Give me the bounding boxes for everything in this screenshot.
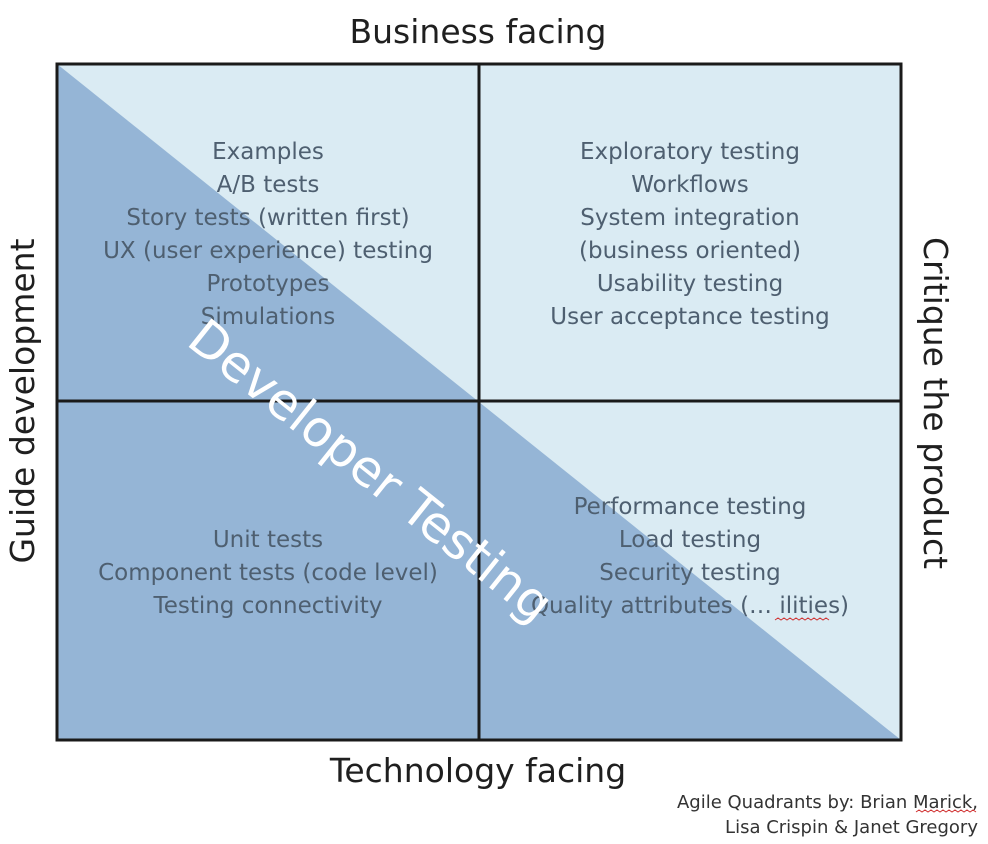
- quadrant-item: Security testing: [599, 560, 781, 586]
- quadrant-item: Exploratory testing: [580, 139, 800, 165]
- axis-label-top: Business facing: [349, 12, 606, 51]
- quadrant-item: User acceptance testing: [550, 304, 829, 330]
- quadrant-item: Load testing: [619, 527, 761, 553]
- axis-label-left: Guide development: [3, 238, 42, 563]
- axis-label-right: Critique the product: [916, 237, 955, 569]
- axis-label-bottom: Technology facing: [329, 751, 626, 790]
- credit-line-2: Lisa Crispin & Janet Gregory: [725, 817, 978, 838]
- quadrant-item: Prototypes: [207, 271, 330, 297]
- quadrant-item: Component tests (code level): [98, 560, 438, 586]
- spellcheck-underline-ilities: [774, 617, 830, 621]
- quadrant-item: Performance testing: [574, 494, 807, 520]
- quadrant-item: Quality attributes (… ilities): [531, 593, 849, 619]
- quadrant-grid: [55, 62, 903, 742]
- quadrant-item: Examples: [212, 139, 324, 165]
- quadrant-item: Simulations: [201, 304, 336, 330]
- quadrant-item: (business oriented): [579, 238, 801, 264]
- quadrant-item: Testing connectivity: [153, 593, 383, 619]
- quadrant-item: Workflows: [631, 172, 749, 198]
- credit-line-1: Agile Quadrants by: Brian Marick,: [677, 792, 978, 813]
- quadrant-item: System integration: [580, 205, 799, 231]
- spellcheck-underline-marick: [915, 809, 977, 813]
- quadrant-item: Unit tests: [213, 527, 323, 553]
- quadrant-item: Story tests (written first): [126, 205, 409, 231]
- quadrant-item: Usability testing: [597, 271, 783, 297]
- quadrant-item: A/B tests: [217, 172, 320, 198]
- quadrant-item: UX (user experience) testing: [103, 238, 433, 264]
